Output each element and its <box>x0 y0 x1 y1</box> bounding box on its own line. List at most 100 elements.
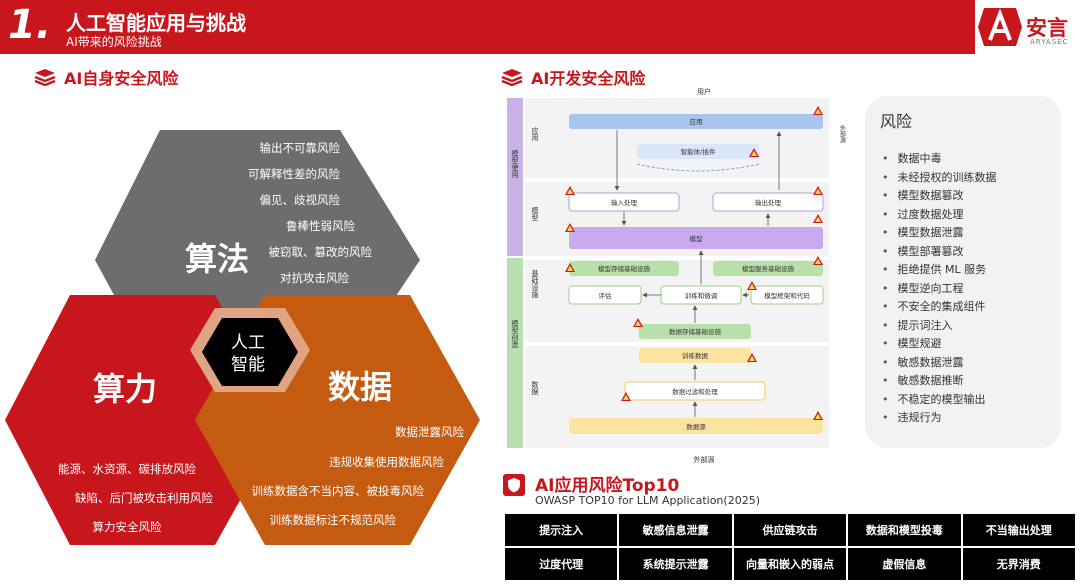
risk-item: 过度数据处理 <box>882 206 997 225</box>
algorithm-item: 被窃取、篡改的风险 <box>269 245 373 259</box>
group-label-model-usage: 模型使用 <box>511 149 519 179</box>
top10-grid: 提示注入 敏感信息泄露 供应链攻击 数据和模型投毒 不当输出处理 过度代理 系统… <box>505 514 1075 580</box>
algorithm-item: 可解释性差的风险 <box>248 167 340 181</box>
box-filter-label: 数据过滤和处理 <box>672 387 718 396</box>
algorithm-item: 偏见、歧视风险 <box>260 193 341 207</box>
algorithm-item: 输出不可靠风险 <box>260 141 341 155</box>
box-input <box>568 192 680 212</box>
box-eval <box>568 285 642 305</box>
risk-item: 敏感数据泄露 <box>882 354 997 373</box>
box-model-label: 模型 <box>690 234 704 243</box>
external-bottom-label: 外部源 <box>694 455 715 464</box>
risk-item: 模型规避 <box>882 335 997 354</box>
page-subtitle: AI带来的风险挑战 <box>66 35 162 49</box>
box-source-label: 数据源 <box>686 422 706 431</box>
compute-item: 算力安全风险 <box>93 520 162 534</box>
risk-item: 模型逆向工程 <box>882 280 997 299</box>
top10-item: 向量和嵌入的弱点 <box>733 548 847 580</box>
left-section-title: AI自身安全风险 <box>64 69 179 88</box>
risk-item: 拒绝提供 ML 服务 <box>882 261 997 280</box>
box-agent <box>637 144 759 159</box>
risk-item: 模型数据泄露 <box>882 224 997 243</box>
box-app-label: 应用 <box>690 117 703 126</box>
center-line-2: 智能 <box>231 355 265 375</box>
hexagon-center <box>202 318 298 386</box>
right-section-title: AI开发安全风险 <box>531 69 646 88</box>
section-number: 1. <box>8 2 52 48</box>
risk-item: 不稳定的模型输出 <box>882 391 997 410</box>
risk-list: 数据中毒 未经授权的训练数据 模型数据篡改 过度数据处理 模型数据泄露 模型部署… <box>882 150 997 428</box>
layers-icon <box>501 69 523 86</box>
box-model-serving <box>713 261 823 276</box>
risk-item: 模型数据篡改 <box>882 187 997 206</box>
compute-label: 算力 <box>93 370 157 408</box>
top10-subtitle: OWASP TOP10 for LLM Application(2025) <box>535 494 760 507</box>
sub-label-model: 模型 <box>531 206 539 221</box>
algorithm-label: 算法 <box>185 240 249 278</box>
box-model-storage <box>569 261 679 276</box>
risk-item: 模型部署篡改 <box>882 243 997 262</box>
box-framework-label: 模型框架和代码 <box>764 291 810 300</box>
box-output-label: 输出处理 <box>755 198 782 207</box>
box-data-storage-label: 数据存储基础设施 <box>669 327 722 336</box>
box-model-serving-label: 模型服务基础设施 <box>742 264 795 273</box>
page-title: 人工智能应用与挑战 <box>66 11 246 35</box>
top10-item: 无界消费 <box>962 548 1075 580</box>
sub-label-data: 数据 <box>531 380 539 396</box>
box-model-storage-label: 模型存储基础设施 <box>598 264 651 273</box>
algorithm-item: 鲁棒性弱风险 <box>286 219 355 233</box>
risk-panel-title: 风险 <box>880 112 913 131</box>
box-train-data <box>639 348 751 363</box>
external-top-label: 外部源 <box>839 124 846 144</box>
center-line-1: 人工 <box>231 333 265 353</box>
right-section-header: AI开发安全风险 <box>501 65 645 89</box>
top10-title: AI应用风险Top10 <box>535 476 680 496</box>
user-label: 用户 <box>697 87 711 96</box>
top10-item: 不当输出处理 <box>962 514 1075 546</box>
data-item: 训练数据标注不规范风险 <box>270 513 397 527</box>
box-filter <box>624 381 766 401</box>
band-model-usage <box>507 98 523 256</box>
logo-text-en: ARYASEC <box>1030 38 1069 46</box>
band-model-creation <box>507 258 523 448</box>
top10-item: 敏感信息泄露 <box>619 514 732 546</box>
risk-item: 敏感数据推断 <box>882 372 997 391</box>
data-item: 数据泄露风险 <box>395 425 464 439</box>
data-item: 违规收集使用数据风险 <box>329 455 444 469</box>
top10-item: 系统提示泄露 <box>619 548 732 580</box>
top10-item: 提示注入 <box>505 514 618 546</box>
top10-item: 供应链攻击 <box>733 514 847 546</box>
box-eval-label: 评估 <box>599 291 613 300</box>
risk-item: 未经授权的训练数据 <box>882 169 997 188</box>
box-output <box>712 192 824 212</box>
row-application <box>525 98 829 178</box>
box-data-storage <box>639 324 751 339</box>
box-model <box>569 227 823 249</box>
box-input-label: 输入处理 <box>611 198 638 207</box>
header-banner: 1. 人工智能应用与挑战 AI带来的风险挑战 <box>0 0 975 54</box>
risk-item: 违规行为 <box>882 409 997 428</box>
box-source <box>569 418 823 434</box>
sub-label-app: 应用 <box>531 126 539 142</box>
top10-item: 过度代理 <box>505 548 618 580</box>
logo-text-cn: 安言 <box>1026 16 1068 40</box>
top10-item: 虚假信息 <box>848 548 961 580</box>
algorithm-item: 对抗攻击风险 <box>280 271 349 285</box>
box-agent-label: 智能体/插件 <box>681 147 716 156</box>
data-item: 训练数据含不当内容、被投毒风险 <box>252 484 425 498</box>
ai-development-diagram: 模型使用 模型创造 应用 模型 基础设施 数据 用户 外部源 外部源 应用 智能… <box>507 86 847 464</box>
shield-icon <box>503 474 525 496</box>
compute-item: 能源、水资源、碳排放风险 <box>58 462 196 476</box>
risk-item: 不安全的集成组件 <box>882 298 997 317</box>
risk-item: 提示词注入 <box>882 317 997 336</box>
box-app <box>569 114 823 129</box>
left-section-header: AI自身安全风险 <box>34 65 178 89</box>
group-label-model-creation: 模型创造 <box>511 319 519 349</box>
compute-item: 缺陷、后门被攻击利用风险 <box>75 491 213 505</box>
ai-risk-hexagon-diagram: 人工 智能 算法 算力 数据 输出不可靠风险 可解释性差的风险 偏见、歧视风险 … <box>5 130 480 545</box>
box-framework <box>750 285 824 305</box>
data-label: 数据 <box>328 368 392 406</box>
box-train-label: 训练和微调 <box>685 291 718 300</box>
risk-item: 数据中毒 <box>882 150 997 169</box>
sub-label-infra: 基础设施 <box>531 269 539 299</box>
